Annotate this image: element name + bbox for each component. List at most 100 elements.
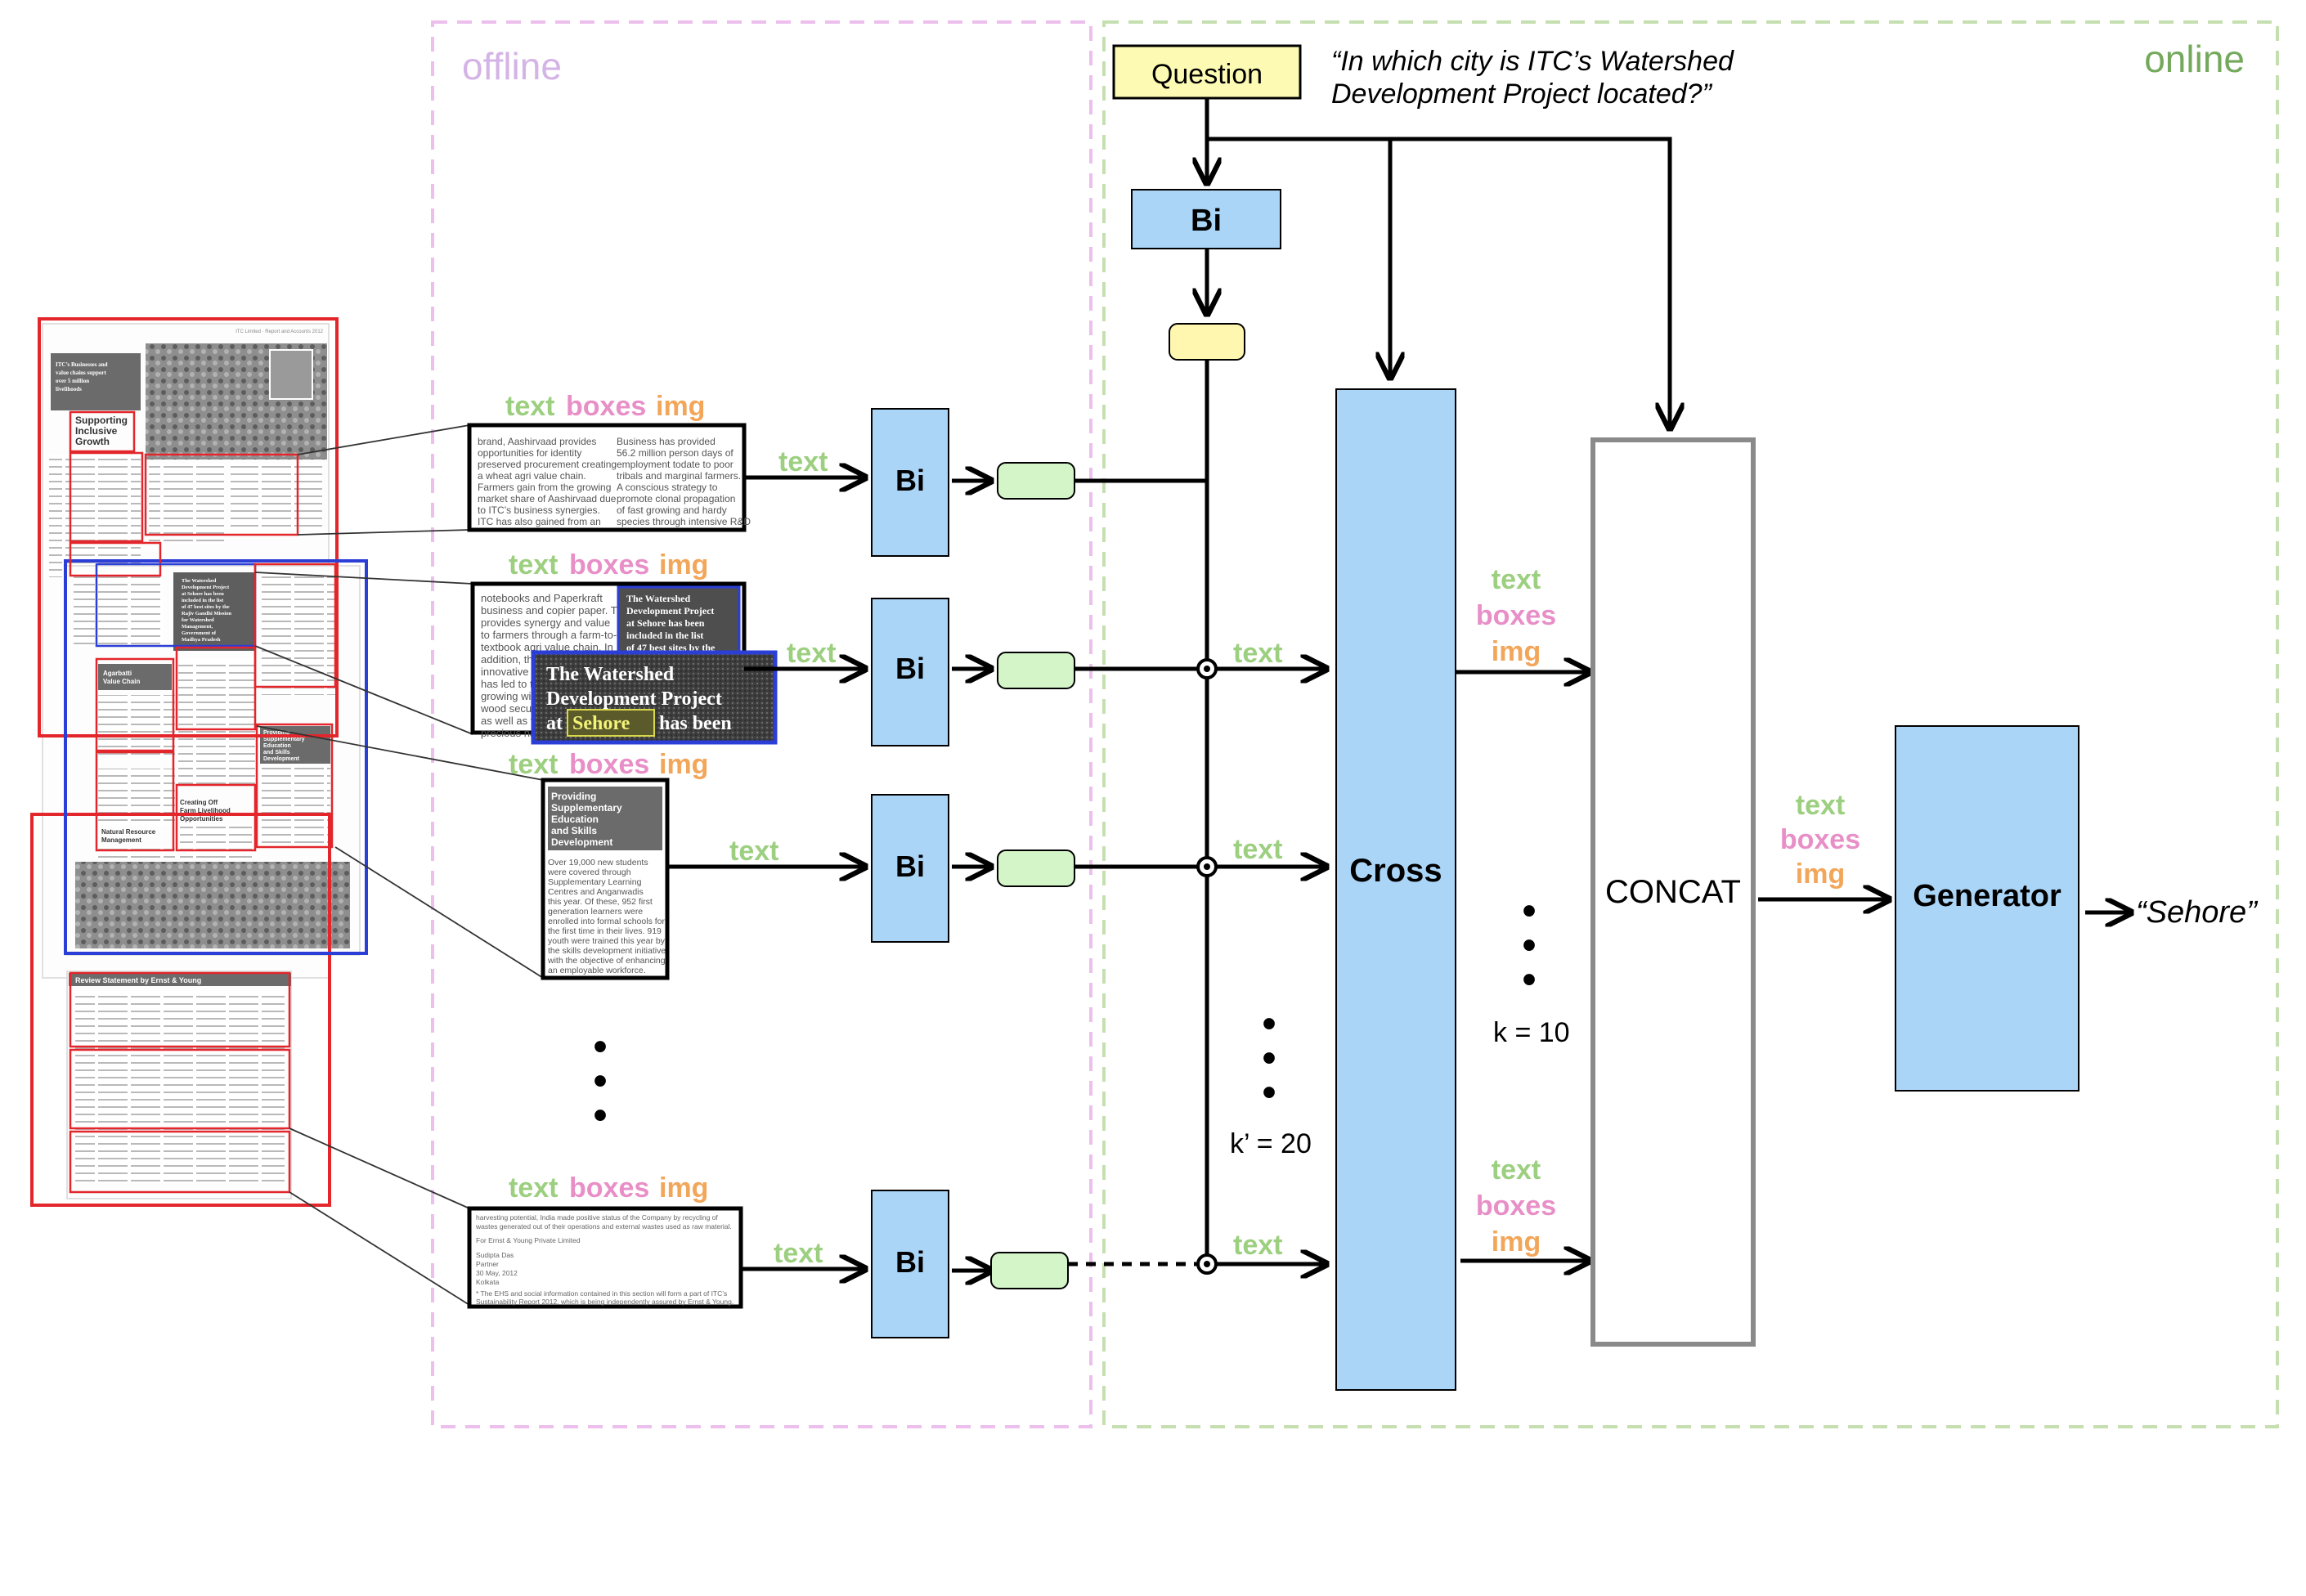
label-text: text (1492, 564, 1541, 595)
watershed-line: Development Project (182, 585, 230, 590)
label-text: text (774, 1238, 823, 1269)
page-red-box (38, 317, 339, 737)
snippet-frame (467, 423, 747, 532)
zoom-callout: The Watershed Development Project at Seh… (531, 650, 778, 745)
page-title-line: value chains support (56, 370, 107, 376)
snippet-line: For Ernst & Young Private Limited (476, 1236, 581, 1244)
watershed-line: Rajiv Gandhi Mission (182, 611, 231, 616)
snippet-line: Over 19,000 new students (548, 858, 648, 867)
zoom-line: Development Project (546, 688, 722, 710)
embedding-pill (997, 850, 1075, 887)
label-text: text (729, 836, 778, 867)
bi-encoder (871, 1190, 949, 1338)
label-boxes: boxes (569, 1172, 649, 1204)
concat-label: CONCAT (1605, 874, 1741, 910)
snippet-line: tribals and marginal farmers. (617, 470, 741, 482)
document-page-2: The Watershed Development Project at Seh… (65, 565, 361, 956)
agarbatti-heading: Value Chain (103, 678, 140, 685)
review-heading: Review Statement by Ernst & Young (75, 976, 201, 984)
snippet-2: text boxes img notebooks and Paperkraft … (470, 549, 778, 745)
snippet-line: an employable workforce. (548, 966, 646, 975)
snippet-line: ITC has also gained from an (478, 516, 601, 527)
bi-encoder-label: Bi (895, 850, 925, 883)
snippet-line: enrolled into formal schools for (548, 917, 665, 926)
snippet-line: 30 May, 2012 (476, 1269, 518, 1277)
watershed-line: included in the list (182, 598, 224, 603)
context-modalities: text boxes img (1780, 790, 1860, 890)
question-box: Question (1112, 44, 1302, 100)
snippet-line: Supplementary Learning (548, 877, 642, 887)
snippet-line: this year. Of these, 952 first (548, 897, 653, 907)
snippet-1: text boxes img brand, Aashirvaad provide… (467, 391, 751, 532)
label-text: text (1233, 1230, 1282, 1261)
label-boxes: boxes (1476, 1190, 1556, 1222)
snippet-line: Sudipta Das (476, 1251, 514, 1259)
snippet-line: harvesting potential, India made positiv… (476, 1213, 718, 1222)
snippet-image-line: at Sehore has been (626, 617, 705, 629)
snippet-3: text boxes img Providing Supplementary E… (509, 749, 708, 980)
snippet-line: to ITC’s business synergies. (478, 504, 600, 516)
creating-heading: Creating Off (180, 799, 218, 806)
snippet-line: opportunities for identity (478, 447, 581, 459)
page-title-line: ITC’s Businesses and (56, 361, 108, 368)
watershed-line: at Sehore has been (182, 591, 224, 597)
review-banner (69, 973, 291, 986)
svg-text:Providing Supplementary: Providing Supplementary Education and Sk… (551, 791, 625, 848)
svg-text:Business has provided 56: Business has provided 56.2 million perso… (617, 436, 751, 527)
snippet-line: market share of Aashirvaad due (478, 493, 617, 504)
page-red-box (30, 813, 331, 1207)
snippet-heading-line: Providing (551, 791, 596, 802)
snippet-line: to farmers through a farm-to- (481, 629, 617, 641)
svg-text:Creating Off Farm Liveli: Creating Off Farm Livelihood Opportuniti… (180, 799, 232, 823)
page-title-box (51, 353, 141, 410)
label-boxes: boxes (1780, 824, 1860, 855)
answer-highlight-box (567, 709, 655, 737)
bi-encoder-label: Bi (895, 652, 925, 685)
svg-text:The Watershed Developmen: The Watershed Development Project at Seh… (182, 578, 233, 643)
ellipsis-dot: • (594, 1094, 608, 1137)
snippet-line: innovative ag (481, 666, 544, 678)
page-title-line: over 5 million (56, 378, 89, 384)
providing-heading: Development (263, 756, 300, 762)
svg-text:ITC’s Businesses and val: ITC’s Businesses and value chains suppor… (56, 361, 109, 392)
snippet-image-line: included in the list (626, 630, 703, 641)
creating-heading: Farm Livelihood (180, 807, 231, 814)
label-text: text (778, 446, 828, 477)
label-text: text (505, 391, 554, 422)
snippet-4: text boxes img harvesting potential, Ind… (467, 1172, 743, 1309)
embedding-pill (990, 1252, 1069, 1289)
snippet-line: the skills development initiative (548, 946, 666, 956)
snippet-heading-line: Development (551, 836, 612, 848)
watershed-line: Madhya Pradesh (182, 637, 221, 643)
snippet-line: species through intensive R&D (617, 516, 751, 527)
providing-box (260, 726, 330, 764)
reranked-modalities-top: text boxes img (1476, 564, 1556, 667)
providing-heading: Providing (263, 730, 289, 736)
cross-encoder (1335, 388, 1456, 1391)
query-flow (1207, 98, 1670, 428)
snippet-line: * The EHS and social information contain… (476, 1289, 727, 1298)
label-text: text (509, 549, 558, 581)
snippet-line: Centres and Anganwadis (548, 887, 644, 897)
ellipsis-dot: • (594, 1060, 608, 1103)
cross-encoder-label: Cross (1349, 853, 1442, 889)
svg-text:Supporting Inclusive: Supporting Inclusive Growth (75, 415, 130, 447)
snippet-frame (467, 1206, 743, 1309)
rerank-ellipsis: • • • (1523, 890, 1537, 1002)
supporting-heading: Supporting (75, 415, 128, 426)
snippet-line: growing with (481, 690, 540, 702)
snippet-line: employment todate to poor (617, 459, 734, 470)
providing-heading: and Skills (263, 750, 290, 755)
snippet-line: provides synergy and value (481, 616, 610, 629)
reranked-modalities-bottom: text boxes img (1476, 1154, 1556, 1258)
watershed-line: The Watershed (182, 578, 217, 584)
providing-heading: Education (263, 743, 291, 749)
agarbatti-box (98, 664, 172, 690)
snippet-line: A conscious strategy to (617, 482, 718, 493)
ellipsis-dot: • (1263, 1071, 1276, 1114)
document-page-3: Review Statement by Ernst & Young (66, 971, 292, 1199)
online-region (1102, 20, 2279, 1428)
label-img: img (659, 1172, 708, 1204)
svg-text:harvesting potential, India ma: harvesting potential, India made positiv… (475, 1213, 734, 1306)
